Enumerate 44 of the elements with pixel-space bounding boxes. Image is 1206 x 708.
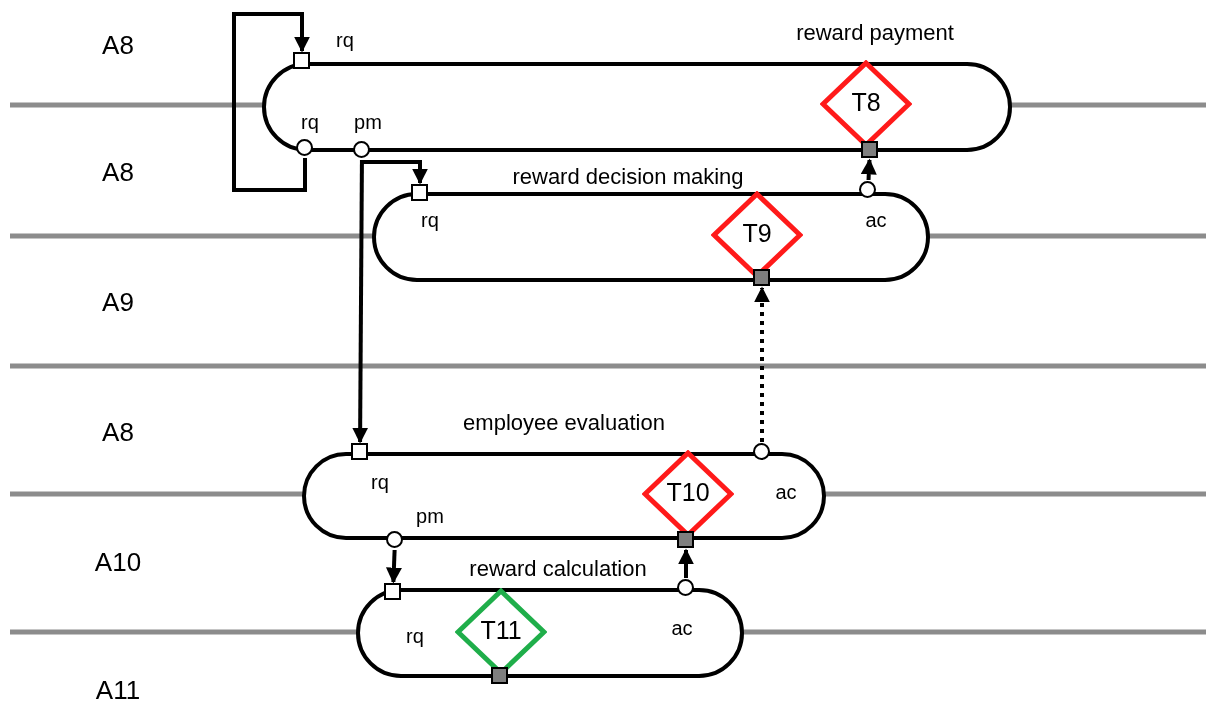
state-label: rq <box>420 208 440 232</box>
request-square <box>384 583 401 600</box>
state-circle <box>296 139 313 156</box>
connector-arrow <box>860 158 877 181</box>
lane-label: A8 <box>101 157 135 187</box>
state-label: pm <box>415 504 445 528</box>
lane-label: A8 <box>101 30 135 60</box>
transaction-code: T8 <box>850 88 882 117</box>
execution-square <box>861 141 878 158</box>
process-title: employee evaluation <box>462 410 666 436</box>
execution-square <box>753 269 770 286</box>
process-title: reward payment <box>795 20 955 46</box>
connector-arrow <box>678 548 694 578</box>
state-circle <box>753 443 770 460</box>
state-label: rq <box>370 470 390 494</box>
connector-arrow <box>232 12 310 192</box>
state-label: ac <box>774 480 798 504</box>
state-circle <box>677 579 694 596</box>
connector-arrow <box>352 160 369 444</box>
transaction-code: T9 <box>741 219 773 248</box>
state-label: rq <box>405 624 425 648</box>
lane-label: A8 <box>101 417 135 447</box>
process-title: reward calculation <box>468 556 648 582</box>
state-label: rq <box>335 28 355 52</box>
state-label: pm <box>353 110 383 134</box>
execution-square <box>677 531 694 548</box>
request-square <box>411 184 428 201</box>
state-label: ac <box>864 208 888 232</box>
lane-label: A11 <box>94 675 142 705</box>
request-square <box>351 443 368 460</box>
state-circle <box>859 181 876 198</box>
transaction-code: T11 <box>479 616 523 645</box>
execution-square <box>491 667 508 684</box>
state-label: rq <box>300 110 320 134</box>
connector-arrow <box>754 286 770 442</box>
state-circle <box>353 141 370 158</box>
state-label: ac <box>670 616 694 640</box>
request-square <box>293 52 310 69</box>
lane-label: A9 <box>101 287 135 317</box>
lane-label: A10 <box>93 547 143 577</box>
state-circle <box>386 531 403 548</box>
connector-arrow <box>385 549 402 584</box>
process-title: reward decision making <box>511 164 745 190</box>
transaction-code: T10 <box>665 478 711 507</box>
